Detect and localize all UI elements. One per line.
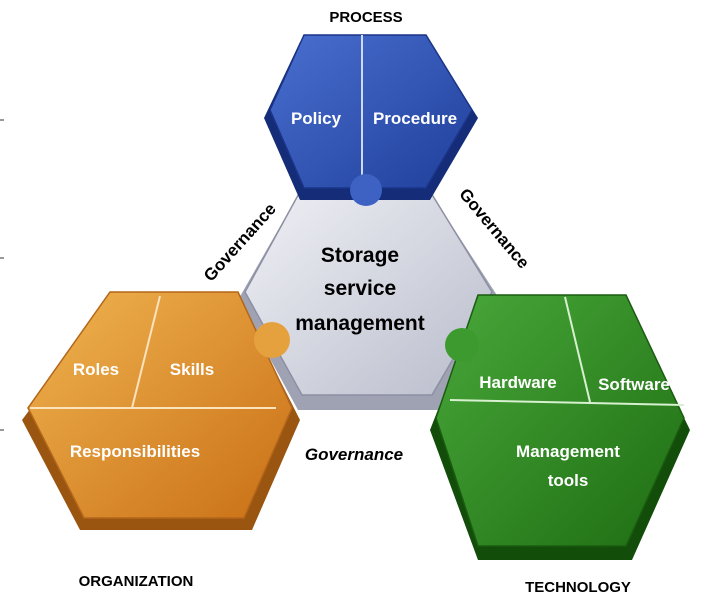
technology-hardware-label: Hardware [479,373,556,392]
process-title: PROCESS [329,9,402,26]
center-line3: management [295,312,425,335]
organization-title: ORGANIZATION [79,573,194,590]
organization-roles-label: Roles [73,360,119,379]
center-piece [238,187,500,410]
process-policy-label: Policy [291,109,342,128]
governance-label-bottom: Governance [305,445,403,464]
organization-piece [22,291,300,530]
center-line1: Storage [321,244,399,267]
technology-piece [430,294,690,560]
edge-ticks [0,119,4,431]
process-procedure-label: Procedure [373,109,457,128]
organization-skills-label: Skills [170,360,214,379]
technology-management-label-line2: tools [548,471,589,490]
technology-title: TECHNOLOGY [525,579,631,596]
center-line2: service [324,277,396,300]
technology-software-label: Software [598,375,670,394]
technology-management-label-line1: Management [516,442,620,461]
organization-responsibilities-label: Responsibilities [70,442,200,461]
process-piece [264,34,478,206]
